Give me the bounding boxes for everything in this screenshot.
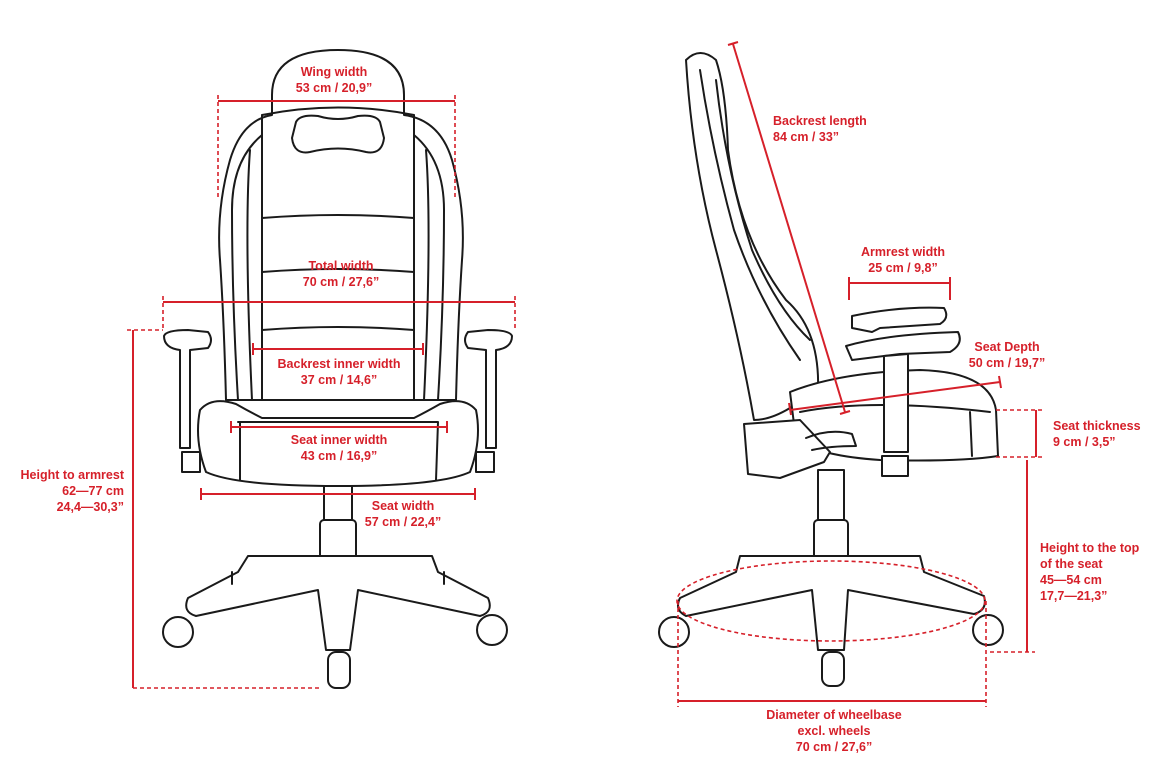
armrest-width-title: Armrest width (860, 245, 946, 259)
height-to-seat-title-2: of the seat (1040, 557, 1103, 571)
seat-depth-value: 50 cm / 19,7” (968, 356, 1046, 370)
total-width-label: Total width 70 cm / 27,6” (303, 258, 379, 290)
front-wheel-right (476, 614, 508, 646)
front-left-armrest-base (181, 451, 201, 473)
seat-thickness-title: Seat thickness (1053, 419, 1141, 433)
total-width-value: 70 cm / 27,6” (302, 275, 380, 289)
side-armrest-post (883, 353, 909, 453)
wheelbase-diameter-value: 70 cm / 27,6” (795, 740, 873, 754)
seat-inner-width-value: 43 cm / 16,9” (300, 449, 378, 463)
front-left-bolster (231, 134, 263, 401)
front-left-armrest (163, 329, 212, 449)
front-headrest-slot (291, 114, 385, 154)
side-backrest (685, 52, 820, 421)
side-seat-base (743, 419, 831, 479)
height-to-seat-title-1: Height to the top (1040, 541, 1140, 555)
wing-width-value: 53 cm / 20,9” (295, 81, 373, 95)
front-star-base (185, 555, 491, 651)
wheelbase-diameter-title: Diameter of wheelbase (766, 708, 902, 722)
front-right-armrest-base (475, 451, 495, 473)
height-to-armrest-label: Height to armrest 62—77 cm 24,4—30,3” (21, 467, 125, 515)
height-to-armrest-cm: 62—77 cm (62, 484, 124, 498)
side-armrest-pad (845, 331, 961, 361)
seat-inner-width-label: Seat inner width 43 cm / 16,9” (291, 432, 388, 464)
front-right-armrest (464, 329, 513, 449)
backrest-inner-width-title: Backrest inner width (277, 357, 401, 371)
front-base-arms (231, 571, 445, 585)
backrest-length-value: 84 cm / 33” (773, 130, 840, 144)
seat-inner-width-title: Seat inner width (290, 433, 388, 447)
side-view-chair (658, 52, 1004, 687)
armrest-width-label: Armrest width 25 cm / 9,8” (861, 244, 945, 276)
wheelbase-diameter-label: Diameter of wheelbase excl. wheels 70 cm… (766, 707, 901, 755)
wheelbase-diameter-note: excl. wheels (797, 724, 871, 738)
seat-depth-tick-right (998, 375, 1002, 389)
seat-width-value: 57 cm / 22,4” (364, 515, 442, 529)
side-gas-lift-top (817, 469, 845, 523)
front-right-bolster (413, 134, 445, 401)
front-wheel-center (327, 651, 351, 689)
side-wheel-center (821, 651, 845, 687)
backrest-length-title: Backrest length (773, 114, 867, 128)
backrest-length-label: Backrest length 84 cm / 33” (773, 113, 867, 145)
seat-width-title: Seat width (371, 499, 435, 513)
seat-width-label: Seat width 57 cm / 22,4” (365, 498, 441, 530)
side-armrest-base (881, 455, 909, 477)
seat-depth-tick-left (788, 402, 792, 416)
seat-thickness-label: Seat thickness 9 cm / 3,5” (1053, 418, 1141, 450)
front-backrest-seams (261, 214, 415, 331)
seat-depth-title: Seat Depth (974, 340, 1040, 354)
height-to-armrest-title: Height to armrest (20, 468, 125, 482)
front-gas-lift-top (323, 485, 353, 523)
side-dimension-lines (676, 41, 1044, 707)
total-width-title: Total width (308, 259, 374, 273)
backrest-length-tick-bottom (839, 410, 851, 415)
seat-thickness-value: 9 cm / 3,5” (1053, 435, 1116, 449)
height-to-seat-cm: 45—54 cm (1040, 573, 1102, 587)
side-armrest-top (851, 306, 948, 333)
backrest-length-tick-top (727, 41, 739, 46)
armrest-width-value: 25 cm / 9,8” (868, 261, 938, 275)
side-wheel-left (658, 616, 690, 648)
height-to-armrest-inch: 24,4—30,3” (56, 500, 124, 514)
height-to-seat-label: Height to the top of the seat 45—54 cm 1… (1040, 540, 1139, 604)
front-backrest-outline (218, 49, 464, 401)
front-dimension-lines (127, 95, 516, 689)
side-star-base (677, 555, 986, 651)
backrest-length-line (732, 43, 846, 413)
backrest-inner-width-value: 37 cm / 14,6” (300, 373, 378, 387)
wing-width-title: Wing width (300, 65, 368, 79)
height-to-seat-inch: 17,7—21,3” (1040, 589, 1108, 603)
wheelbase-ellipse (676, 560, 986, 642)
backrest-inner-width-label: Backrest inner width 37 cm / 14,6” (278, 356, 401, 388)
front-view-chair (162, 49, 513, 689)
front-wheel-left (162, 616, 194, 648)
seat-depth-label: Seat Depth 50 cm / 19,7” (969, 339, 1045, 371)
side-backrest-bolster (699, 69, 811, 361)
front-backrest-inner (261, 106, 415, 401)
seat-depth-line (789, 381, 1001, 411)
front-seat-inner (237, 421, 439, 481)
side-seat-seam (799, 404, 991, 457)
wing-width-label: Wing width 53 cm / 20,9” (296, 64, 372, 96)
side-wheel-right (972, 614, 1004, 646)
side-tilt-lever (805, 430, 857, 451)
